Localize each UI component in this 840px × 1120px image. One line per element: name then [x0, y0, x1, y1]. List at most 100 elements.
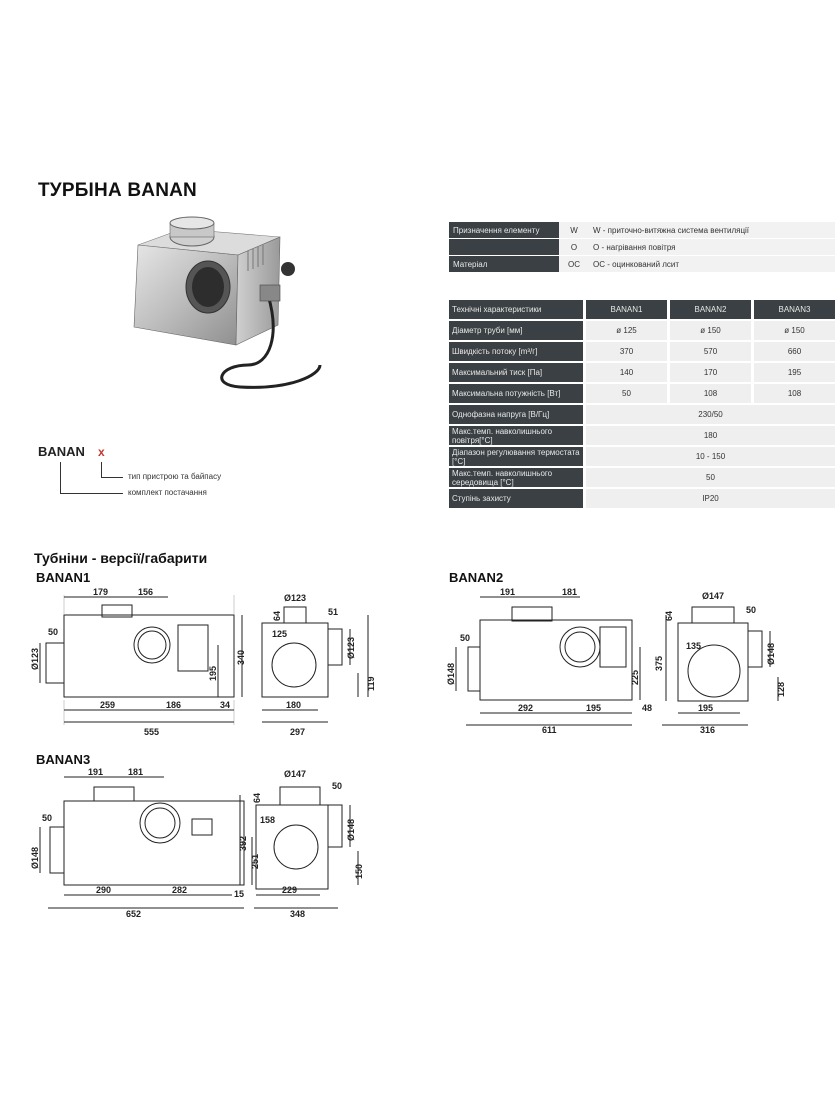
dim-text: 48	[642, 703, 652, 713]
dim-text: 64	[252, 793, 262, 803]
dim-text: 195	[586, 703, 601, 713]
dim-text: 50	[48, 627, 58, 637]
dim-text: Ø123	[284, 593, 306, 603]
dim-text: 128	[776, 682, 786, 697]
code-desc-2: комплект постачання	[128, 488, 207, 497]
dim-text: 652	[126, 909, 141, 919]
dim-text: 191	[88, 767, 103, 777]
table-row: Ступінь захисту IP20	[449, 489, 835, 510]
table-cell: ø 150	[667, 321, 751, 342]
code-connector	[101, 462, 102, 478]
table-header-row: Технічні характеристики BANAN1 BANAN2 BA…	[449, 300, 835, 321]
dim-text: 50	[460, 633, 470, 643]
dim-text: 64	[272, 611, 282, 621]
dim-text: 375	[654, 656, 664, 671]
dim-text: Ø147	[702, 591, 724, 601]
table-row: Швидкість потоку [m³/г] 370 570 660	[449, 342, 835, 363]
dim-text: 340	[236, 650, 246, 665]
section-title: Тубніни - версії/габарити	[34, 550, 208, 566]
row-label: Макс.темп. навколишнього повітря[°C]	[449, 426, 583, 447]
table-row: Діаметр труби [мм] ø 125 ø 150 ø 150	[449, 321, 835, 342]
table-cell: 50	[583, 384, 667, 405]
purpose-label: Призначення елементу	[449, 222, 559, 239]
banan1-drawing: 179 156 50 Ø123 195 259 186 34 555 Ø123 …	[30, 587, 376, 737]
column-header: BANAN3	[751, 300, 835, 321]
specs-table: Технічні характеристики BANAN1 BANAN2 BA…	[449, 300, 835, 510]
dim-text: Ø148	[766, 643, 776, 665]
dim-text: 292	[518, 703, 533, 713]
dim-text: 225	[630, 670, 640, 685]
dim-text: 186	[166, 700, 181, 710]
table-cell: ø 150	[751, 321, 835, 342]
dim-text: 50	[746, 605, 756, 615]
column-header: Технічні характеристики	[449, 300, 583, 321]
dim-text: 290	[96, 885, 111, 895]
row-label: Діаметр труби [мм]	[449, 321, 583, 342]
dim-text: 15	[234, 889, 244, 899]
table-cell: 50	[583, 468, 835, 489]
banan3-drawing: 191 181 50 Ø148 251 290 282 15 652 Ø147 …	[30, 767, 364, 919]
dim-text: Ø148	[446, 663, 456, 685]
material-value: OC - оцинкований лсит	[589, 256, 835, 273]
purpose-value: W - приточно-витяжна система вентиляції	[589, 222, 835, 239]
dim-text: Ø123	[30, 648, 40, 670]
drawing-label-banan3: BANAN3	[36, 752, 91, 767]
dim-text: 50	[332, 781, 342, 791]
product-photo	[133, 216, 322, 389]
dim-text: 282	[172, 885, 187, 895]
table-cell: 170	[667, 363, 751, 384]
column-header: BANAN1	[583, 300, 667, 321]
dim-text: 158	[260, 815, 275, 825]
row-label: Швидкість потоку [m³/г]	[449, 342, 583, 363]
table-row: O O - нагрівання повітря	[449, 239, 835, 256]
drawing-label-banan1: BANAN1	[36, 570, 91, 585]
table-row: Максимальна потужність [Вт] 50 108 108	[449, 384, 835, 405]
dim-text: 125	[272, 629, 287, 639]
row-label: Максимальний тиск [Па]	[449, 363, 583, 384]
dim-text: 555	[144, 727, 159, 737]
table-row: Максимальний тиск [Па] 140 170 195	[449, 363, 835, 384]
table-cell: IP20	[583, 489, 835, 510]
table-row: Однофазна напруга [В/Гц] 230/50	[449, 405, 835, 426]
dim-text: 34	[220, 700, 230, 710]
material-code: OC	[559, 256, 589, 273]
table-row: Призначення елементу W W - приточно-витя…	[449, 222, 835, 239]
table-cell: 108	[667, 384, 751, 405]
dim-text: Ø148	[30, 847, 40, 869]
row-label: Макс.темп. навколишнього середовища [°C]	[449, 468, 583, 489]
dim-text: 179	[93, 587, 108, 597]
dim-text: 392	[238, 836, 248, 851]
table-row: Діапазон регулювання термостата [°C] 10 …	[449, 447, 835, 468]
table-cell: 370	[583, 342, 667, 363]
purpose-code: O	[559, 239, 589, 256]
page-title: ТУРБІНА BANAN	[38, 180, 197, 201]
material-label: Матеріал	[449, 256, 559, 273]
table-row: Макс.темп. навколишнього середовища [°C]…	[449, 468, 835, 489]
code-main: BANAN	[38, 444, 85, 459]
row-label: Максимальна потужність [Вт]	[449, 384, 583, 405]
table-cell: 180	[583, 426, 835, 447]
code-connector	[60, 493, 123, 494]
dim-text: 195	[698, 703, 713, 713]
dim-text: 297	[290, 727, 305, 737]
purpose-table: Призначення елементу W W - приточно-витя…	[449, 222, 835, 273]
table-cell: 140	[583, 363, 667, 384]
dim-text: 251	[250, 854, 260, 869]
table-cell: ø 125	[583, 321, 667, 342]
table-cell: 10 - 150	[583, 447, 835, 468]
dim-text: 181	[562, 587, 577, 597]
dim-text: Ø148	[346, 819, 356, 841]
dim-text: 259	[100, 700, 115, 710]
dim-text: 229	[282, 885, 297, 895]
drawing-label-banan2: BANAN2	[449, 570, 504, 585]
table-cell: 660	[751, 342, 835, 363]
row-label: Ступінь захисту	[449, 489, 583, 510]
table-cell: 195	[751, 363, 835, 384]
dim-text: 119	[366, 676, 376, 691]
dim-text: 195	[208, 666, 218, 681]
row-label: Однофазна напруга [В/Гц]	[449, 405, 583, 426]
dim-text: 156	[138, 587, 153, 597]
code-desc-1: тип пристрою та байпасу	[128, 472, 222, 481]
dim-text: 191	[500, 587, 515, 597]
dim-text: 50	[42, 813, 52, 823]
